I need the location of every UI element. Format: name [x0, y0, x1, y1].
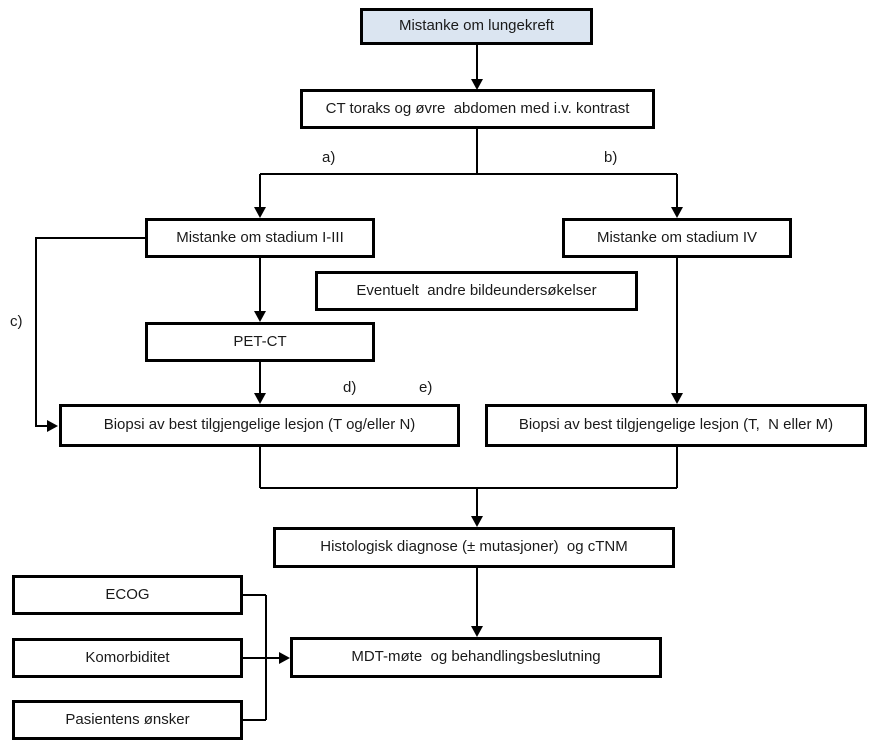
arrowhead-stage13: [254, 207, 266, 218]
node-ecog: ECOG: [12, 575, 243, 615]
arrowhead-biopsyleft: [254, 393, 266, 404]
arrowhead-mdt-left: [279, 652, 290, 664]
node-suspected-lung-cancer: Mistanke om lungekreft: [360, 8, 593, 45]
arrowhead-c-loop: [47, 420, 58, 432]
edge-label-c: c): [10, 313, 23, 330]
node-ct-thorax-abdomen: CT toraks og øvre abdomen med i.v. kontr…: [300, 89, 655, 129]
node-biopsy-t-n: Biopsi av best tilgjengelige lesjon (T o…: [59, 404, 460, 447]
node-patient-wishes: Pasientens ønsker: [12, 700, 243, 740]
node-suspected-stage-4: Mistanke om stadium IV: [562, 218, 792, 258]
node-other-imaging: Eventuelt andre bildeundersøkelser: [315, 271, 638, 311]
connector-c-loop: [35, 237, 145, 427]
arrowhead-ct: [471, 79, 483, 90]
arrowhead-mdt-top: [471, 626, 483, 637]
edge-label-e: e): [419, 379, 433, 396]
arrowhead-biopsyright: [671, 393, 683, 404]
node-histologic-diagnosis: Histologisk diagnose (± mutasjoner) og c…: [273, 527, 675, 568]
node-mdt-meeting: MDT-møte og behandlingsbeslutning: [290, 637, 662, 678]
arrowhead-histology: [471, 516, 483, 527]
edge-label-b: b): [604, 149, 618, 166]
node-biopsy-t-n-m: Biopsi av best tilgjengelige lesjon (T, …: [485, 404, 867, 447]
arrowhead-petct: [254, 311, 266, 322]
node-suspected-stage-1-3: Mistanke om stadium I-III: [145, 218, 375, 258]
edge-label-a: a): [322, 149, 336, 166]
arrowhead-stage4: [671, 207, 683, 218]
node-comorbidity: Komorbiditet: [12, 638, 243, 678]
node-pet-ct: PET-CT: [145, 322, 375, 362]
edge-label-d: d): [343, 379, 357, 396]
